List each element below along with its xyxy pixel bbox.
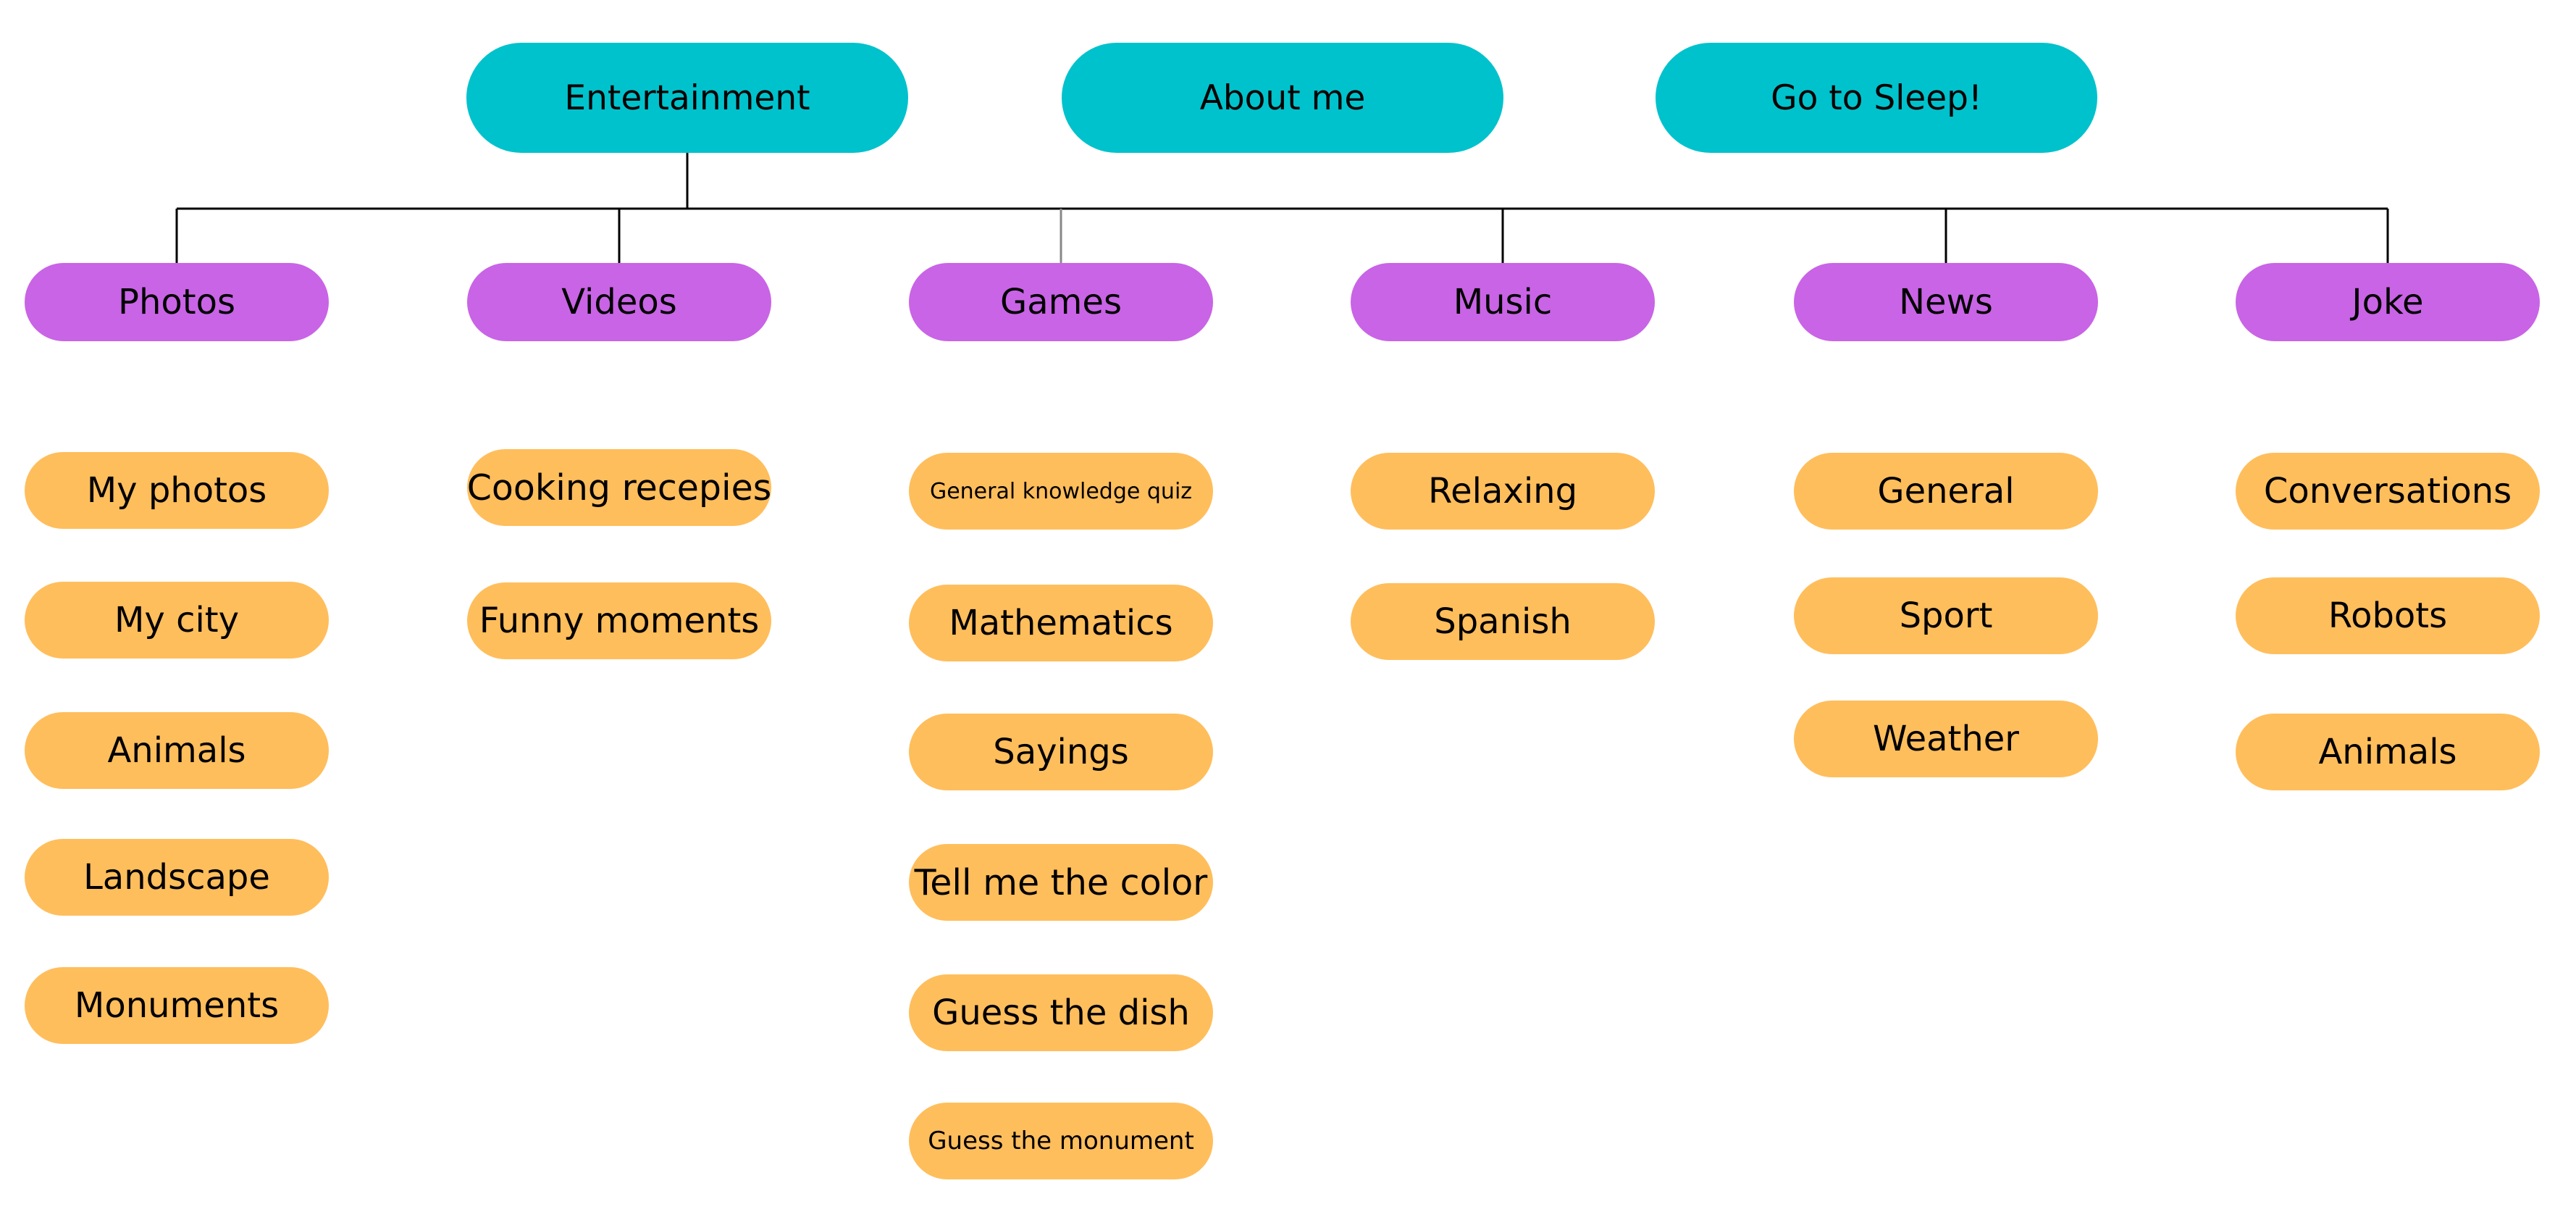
videos-item-funny-moments[interactable]: Funny moments	[467, 582, 771, 659]
category-joke-button[interactable]: Joke	[2236, 263, 2540, 341]
item-label: Guess the dish	[932, 992, 1190, 1033]
games-item-general-knowledge-quiz[interactable]: General knowledge quiz	[909, 453, 1213, 530]
item-label: Funny moments	[479, 601, 760, 641]
category-photos-button[interactable]: Photos	[25, 263, 329, 341]
games-item-guess-the-dish[interactable]: Guess the dish	[909, 974, 1213, 1051]
category-videos-button[interactable]: Videos	[467, 263, 771, 341]
item-label: Conversations	[2263, 471, 2512, 511]
item-label: Mathematics	[949, 603, 1173, 643]
item-label: General	[1877, 471, 2015, 511]
entertainment-button[interactable]: Entertainment	[466, 43, 908, 153]
news-item-weather[interactable]: Weather	[1794, 701, 2098, 777]
category-music-label: Music	[1453, 282, 1553, 322]
games-item-guess-the-monument[interactable]: Guess the monument	[909, 1103, 1213, 1179]
category-news-button[interactable]: News	[1794, 263, 2098, 341]
item-label: Landscape	[83, 857, 270, 898]
games-item-mathematics[interactable]: Mathematics	[909, 585, 1213, 661]
item-label: Relaxing	[1427, 471, 1578, 511]
photos-item-my-photos[interactable]: My photos	[25, 452, 329, 529]
item-label: Weather	[1872, 719, 2020, 759]
category-videos-label: Videos	[561, 282, 677, 322]
category-joke-label: Joke	[2351, 282, 2424, 322]
item-label: Robots	[2328, 595, 2448, 636]
item-label: Spanish	[1434, 601, 1572, 642]
category-photos-label: Photos	[118, 282, 235, 322]
item-label: Animals	[2318, 732, 2457, 772]
entertainment-label: Entertainment	[564, 78, 810, 118]
photos-item-monuments[interactable]: Monuments	[25, 967, 329, 1044]
news-item-sport[interactable]: Sport	[1794, 577, 2098, 654]
games-item-tell-me-the-color[interactable]: Tell me the color	[909, 844, 1213, 921]
go-to-sleep-button[interactable]: Go to Sleep!	[1656, 43, 2097, 153]
item-label: Sport	[1899, 595, 1993, 636]
item-label: My city	[114, 600, 240, 640]
item-label: My photos	[86, 470, 267, 511]
category-games-label: Games	[1000, 282, 1122, 322]
item-label: Sayings	[993, 732, 1129, 772]
item-label: Tell me the color	[914, 861, 1208, 903]
music-item-relaxing[interactable]: Relaxing	[1351, 453, 1655, 530]
games-item-sayings[interactable]: Sayings	[909, 714, 1213, 790]
category-music-button[interactable]: Music	[1351, 263, 1655, 341]
item-label: Cooking recepies	[466, 467, 772, 509]
category-news-label: News	[1899, 282, 1993, 322]
videos-item-cooking-recepies[interactable]: Cooking recepies	[467, 449, 771, 526]
about-me-label: About me	[1199, 78, 1366, 118]
go-to-sleep-label: Go to Sleep!	[1771, 78, 1982, 118]
joke-item-animals[interactable]: Animals	[2236, 714, 2540, 790]
photos-item-my-city[interactable]: My city	[25, 582, 329, 659]
item-label: Animals	[107, 730, 246, 771]
category-games-button[interactable]: Games	[909, 263, 1213, 341]
item-label: General knowledge quiz	[929, 478, 1193, 504]
photos-item-animals[interactable]: Animals	[25, 712, 329, 789]
news-item-general[interactable]: General	[1794, 453, 2098, 530]
photos-item-landscape[interactable]: Landscape	[25, 839, 329, 916]
item-label: Monuments	[74, 985, 280, 1026]
about-me-button[interactable]: About me	[1062, 43, 1503, 153]
item-label: Guess the monument	[928, 1127, 1194, 1155]
joke-item-conversations[interactable]: Conversations	[2236, 453, 2540, 530]
joke-item-robots[interactable]: Robots	[2236, 577, 2540, 654]
music-item-spanish[interactable]: Spanish	[1351, 583, 1655, 660]
